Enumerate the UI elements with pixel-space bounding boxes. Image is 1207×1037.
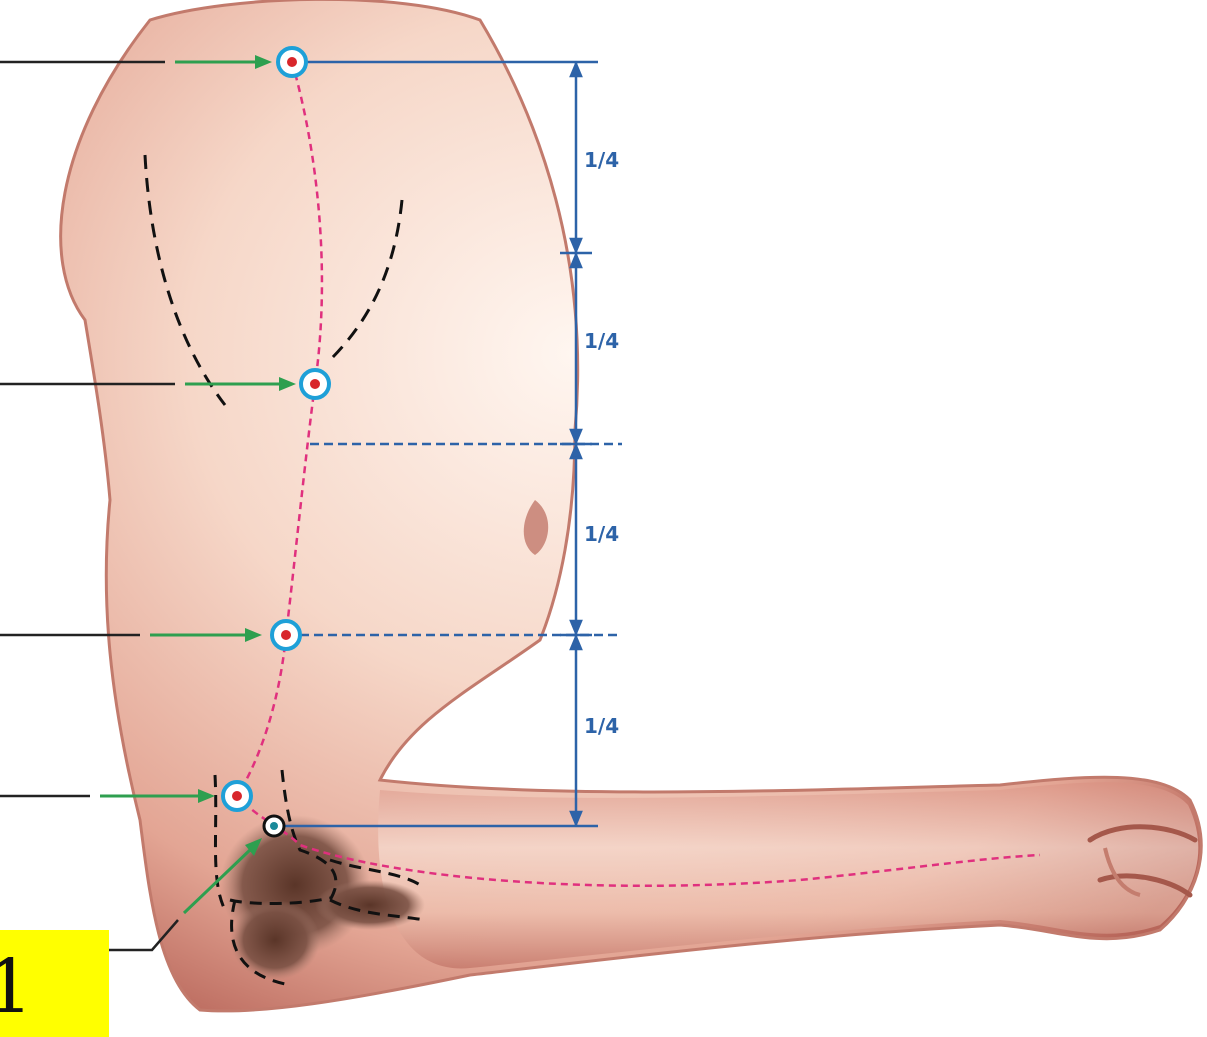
segment-label-2: 1/4 bbox=[584, 329, 619, 353]
mid-upper-point-marker bbox=[301, 370, 329, 398]
callout-label-box: 1 bbox=[0, 930, 109, 1037]
upper-point-marker bbox=[278, 48, 306, 76]
elbow-point-marker bbox=[223, 782, 251, 810]
elbow-bruise-right bbox=[315, 880, 425, 930]
elbow-bruise-lower bbox=[230, 900, 320, 980]
elbow-crease-point-marker bbox=[264, 816, 284, 836]
callout-label: 1 bbox=[0, 950, 33, 1024]
segment-label-4: 1/4 bbox=[584, 714, 619, 738]
segment-label-3: 1/4 bbox=[584, 522, 619, 546]
mid-lower-point-marker bbox=[272, 621, 300, 649]
segment-label-1: 1/4 bbox=[584, 148, 619, 172]
